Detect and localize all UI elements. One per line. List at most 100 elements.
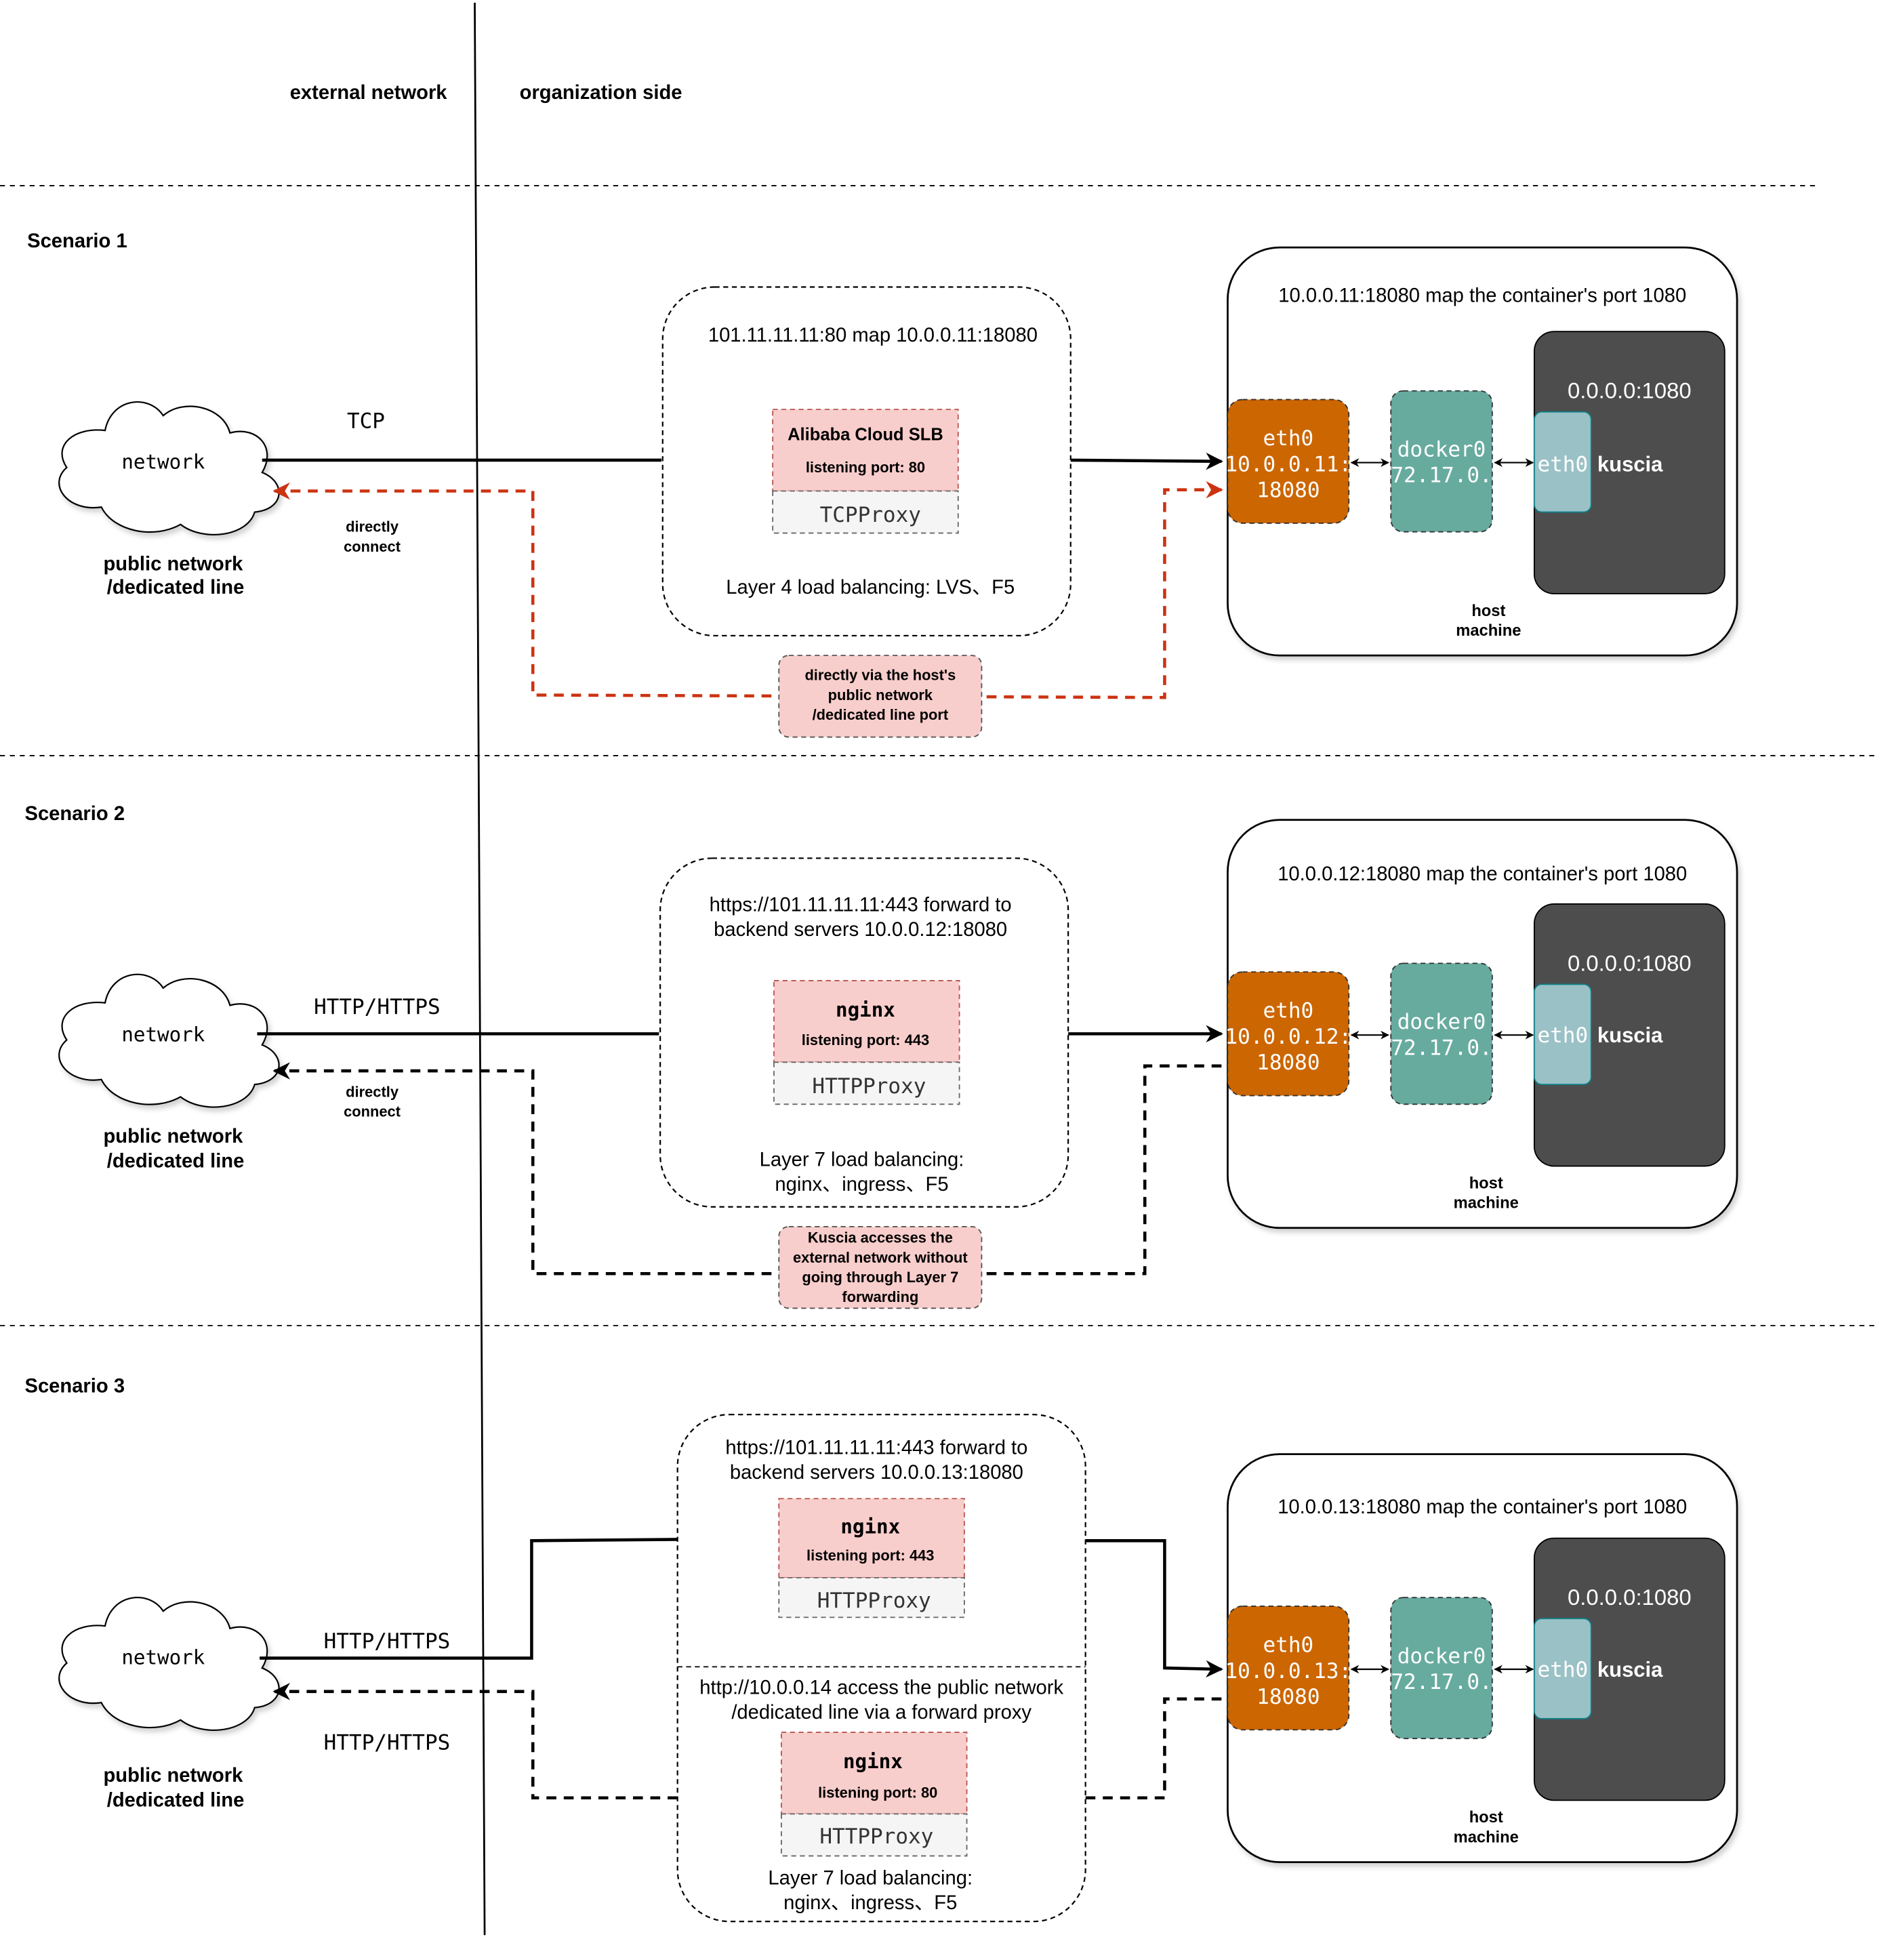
organization-side-label: organization side [520, 82, 682, 104]
cloud-label: network [121, 1646, 205, 1669]
scenario-title: Scenario 2 [24, 803, 125, 825]
nginx-port: listening port: 443 [806, 1547, 934, 1564]
return-protocol-label: HTTP/HTTPS [324, 1731, 451, 1755]
docker0-line-1: docker0 [1397, 1010, 1486, 1034]
docker0-bridge [1390, 390, 1493, 533]
bypass-note-line-1: directly via the host's [804, 667, 956, 684]
cloud-shape [58, 401, 280, 535]
network-cloud: network [58, 401, 280, 535]
slb-box [772, 409, 959, 492]
host-eth0-line-1: eth0 [1263, 1633, 1314, 1657]
nginx-title: nginx [840, 1515, 900, 1538]
network-cloud: network [58, 1597, 280, 1731]
bypass-note-line-3: /dedicated line port [813, 706, 949, 723]
nginx-title: nginx [836, 998, 895, 1021]
bypass-note [778, 655, 983, 738]
lb-footer-1: Layer 7 load balancing: [768, 1867, 973, 1889]
return-label-2: connect [344, 538, 401, 555]
host-eth0 [1227, 399, 1350, 524]
docker0-bridge [1390, 1597, 1493, 1740]
container-eth0 [1533, 1618, 1592, 1719]
lb-footer-1: Layer 7 load balancing: [760, 1149, 964, 1171]
slb-port: listening port: 80 [806, 459, 925, 476]
kuscia-port: 0.0.0.0:1080 [1568, 378, 1692, 403]
external-network-label: external network [290, 82, 448, 104]
forward-proxy-title-1: http://10.0.0.14 access the public netwo… [699, 1677, 1063, 1698]
lb-title-1: https://101.11.11.11:443 forward to [710, 895, 1012, 916]
cloud-caption-2: /dedicated line [107, 577, 245, 598]
lb-footer: Layer 4 load balancing: LVS、F5 [726, 577, 1015, 598]
forward-proxy-outbound [1085, 1697, 1222, 1800]
cloud-caption-2: /dedicated line [107, 1789, 245, 1811]
cloud-caption-2: /dedicated line [107, 1150, 245, 1172]
lb-to-host-arrow [1069, 452, 1223, 470]
nginx-box [778, 1498, 965, 1578]
host-eth0 [1227, 1606, 1350, 1731]
cloud-shape [58, 1597, 280, 1731]
nginx-box [773, 980, 960, 1063]
forward-proxy-title-2: /dedicated line via a forward proxy [731, 1702, 1032, 1723]
lb-title-2: backend servers 10.0.0.13:18080 [730, 1462, 1023, 1484]
host-eth0-line-1: eth0 [1263, 999, 1314, 1023]
proxy-box [778, 1577, 965, 1618]
container-eth0 [1533, 411, 1592, 513]
lb-title-1: https://101.11.11.11:443 forward to [725, 1437, 1027, 1459]
host-eth0-line-2: 10.0.0.11: [1225, 452, 1352, 476]
lb-title-2: backend servers 10.0.0.12:18080 [714, 919, 1007, 941]
scenario-2: Scenario 2 network public network /dedic… [24, 803, 1738, 1309]
forward-nginx-box [780, 1732, 968, 1815]
scenario-title: Scenario 3 [24, 1375, 125, 1397]
host-caption-2: machine [1454, 1829, 1519, 1846]
forward-proxy-box [780, 1813, 968, 1857]
lb-footer-2: nginx、ingress、F5 [775, 1174, 948, 1196]
host-title: 10.0.0.13:18080 map the container's port… [1278, 1496, 1687, 1518]
host-eth0-line-3: 18080 [1257, 478, 1320, 503]
host-eth0-line-3: 18080 [1257, 1050, 1320, 1075]
nginx-port: listening port: 443 [802, 1032, 929, 1048]
kuscia-port: 0.0.0.0:1080 [1568, 950, 1692, 975]
docker0-line-2: 172.17.0.2 [1379, 464, 1505, 488]
docker0-line-2: 172.17.0.2 [1379, 1670, 1505, 1694]
proxy-label: HTTPProxy [817, 1589, 931, 1613]
bypass-note-line-3: going through Layer 7 [802, 1269, 958, 1286]
network-cloud: network [58, 973, 280, 1108]
proxy-label: HTTPProxy [812, 1074, 926, 1099]
protocol-label: TCP [347, 409, 385, 433]
cloud-caption-1: public network [103, 553, 243, 575]
scenario-title: Scenario 1 [27, 230, 127, 252]
return-label-2: connect [344, 1103, 401, 1120]
host-eth0-line-1: eth0 [1263, 426, 1314, 451]
boundary-line [474, 2, 486, 1936]
forward-proxy-to-cloud-arrow [272, 1683, 678, 1800]
cloud-label: network [121, 1023, 205, 1046]
bypass-note-line-2: external network without [793, 1249, 968, 1266]
scenario-3: Scenario 3 network public network /dedic… [24, 1375, 1738, 1923]
lb-to-host-arrow [1084, 1539, 1223, 1678]
lb-footer-2: nginx、ingress、F5 [783, 1892, 957, 1914]
bypass-note-line-1: Kuscia accesses the [808, 1229, 953, 1246]
kuscia-label: kuscia [1597, 452, 1663, 476]
return-label-1: directly [346, 1083, 399, 1100]
forward-nginx-port: listening port: 80 [818, 1784, 937, 1801]
host-caption-2: machine [1454, 1195, 1519, 1212]
host-title: 10.0.0.11:18080 map the container's port… [1278, 285, 1686, 306]
cloud-to-lb-line [260, 1538, 678, 1660]
container-eth0 [1533, 983, 1592, 1086]
docker0-line-1: docker0 [1397, 1644, 1486, 1669]
proxy-box [773, 1061, 960, 1105]
docker0-line-2: 172.17.0.2 [1379, 1036, 1505, 1060]
bypass-note-line-4: forwarding [842, 1288, 918, 1305]
container-eth0-label: eth0 [1537, 452, 1588, 476]
host-caption-1: host [1469, 1809, 1503, 1826]
proxy-box [772, 490, 959, 534]
lb-title: 101.11.11.11:80 map 10.0.0.11:18080 [708, 325, 1038, 346]
host-caption-2: machine [1456, 622, 1521, 640]
kuscia-port: 0.0.0.0:1080 [1568, 1585, 1692, 1610]
host-caption-1: host [1471, 603, 1505, 620]
host-eth0-line-2: 10.0.0.12: [1225, 1025, 1352, 1049]
bypass-note-line-2: public network [828, 687, 933, 703]
container-eth0-label: eth0 [1537, 1023, 1588, 1048]
scenario-1: Scenario 1 network public network /dedic… [27, 230, 1738, 738]
cloud-shape [58, 973, 280, 1108]
